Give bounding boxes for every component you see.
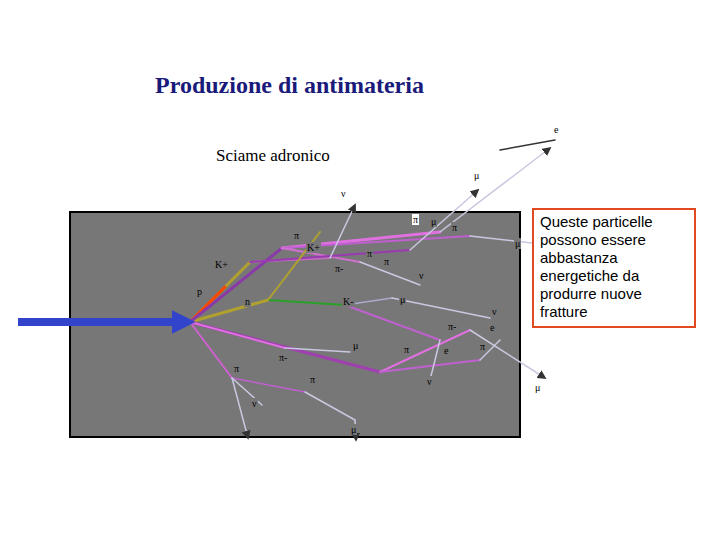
particle-label: μ (473, 170, 480, 181)
particle-label: π (479, 341, 486, 352)
particle-label: μ (352, 340, 359, 351)
particle-label: π (293, 230, 300, 241)
particle-label: π- (447, 321, 457, 332)
particle-label: ν (251, 398, 258, 409)
particle-label: μ (399, 294, 406, 305)
particle-label: ν (418, 270, 425, 281)
particle-label: μ (534, 382, 541, 393)
particle-label: π (366, 248, 373, 259)
particle-label: p (196, 286, 203, 297)
particle-label: π (412, 214, 419, 225)
particle-label: π- (278, 352, 288, 363)
particle-label: μ (430, 216, 437, 227)
particle-label: K- (342, 296, 355, 307)
particle-label: π (403, 344, 410, 355)
particle-label: e (553, 124, 559, 135)
particle-label: ν (340, 188, 347, 199)
particle-label: π- (334, 263, 344, 274)
slide-title: Produzione di antimateria (155, 72, 424, 99)
particle-label: π (383, 256, 390, 267)
particle-label: π (451, 222, 458, 233)
particle-label: μ (350, 424, 357, 435)
particle-label: μ (514, 238, 521, 249)
shower-caption: Sciame adronico (215, 146, 331, 166)
beam-arrow (18, 318, 186, 326)
callout-text: Queste particelle possono essere abbasta… (540, 213, 688, 321)
callout-box: Queste particelle possono essere abbasta… (532, 208, 696, 328)
particle-label: n (244, 296, 251, 307)
particle-label: e (489, 322, 495, 333)
particle-label: K+ (306, 242, 321, 253)
particle-label: π (233, 363, 240, 374)
particle-label: π (309, 374, 316, 385)
particle-label: K+ (214, 259, 229, 270)
particle-label: e (443, 345, 449, 356)
particle-label: ν (426, 376, 433, 387)
particle-label: ν (491, 306, 498, 317)
particle-tracks (190, 140, 555, 440)
